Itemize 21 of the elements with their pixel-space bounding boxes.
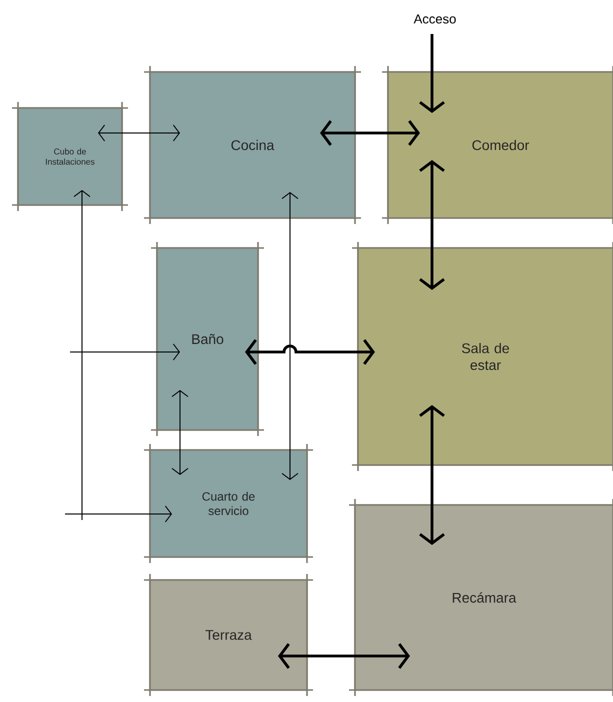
access-label: Acceso	[414, 14, 456, 24]
arrow	[419, 405, 445, 545]
room-box: Comedor	[381, 65, 613, 225]
room-box: Cuarto de servicio	[143, 443, 314, 564]
arrow	[172, 390, 188, 475]
room-box: Terraza	[143, 573, 314, 697]
arrow	[282, 192, 298, 480]
arrow	[98, 124, 180, 142]
room-box: Cocina	[143, 65, 362, 225]
room-box: Sala de estar	[351, 241, 613, 472]
arrow	[320, 120, 420, 146]
room-box: Recámara	[348, 498, 613, 697]
arrow	[419, 34, 445, 113]
arrow	[70, 344, 180, 360]
arrow	[245, 339, 375, 365]
arrow	[278, 643, 410, 669]
arrow	[74, 190, 90, 520]
room-box: Baño	[150, 241, 265, 437]
arrow	[419, 160, 445, 290]
room-box: Cubo de Instalaciones	[11, 101, 129, 212]
arrow	[64, 506, 172, 522]
